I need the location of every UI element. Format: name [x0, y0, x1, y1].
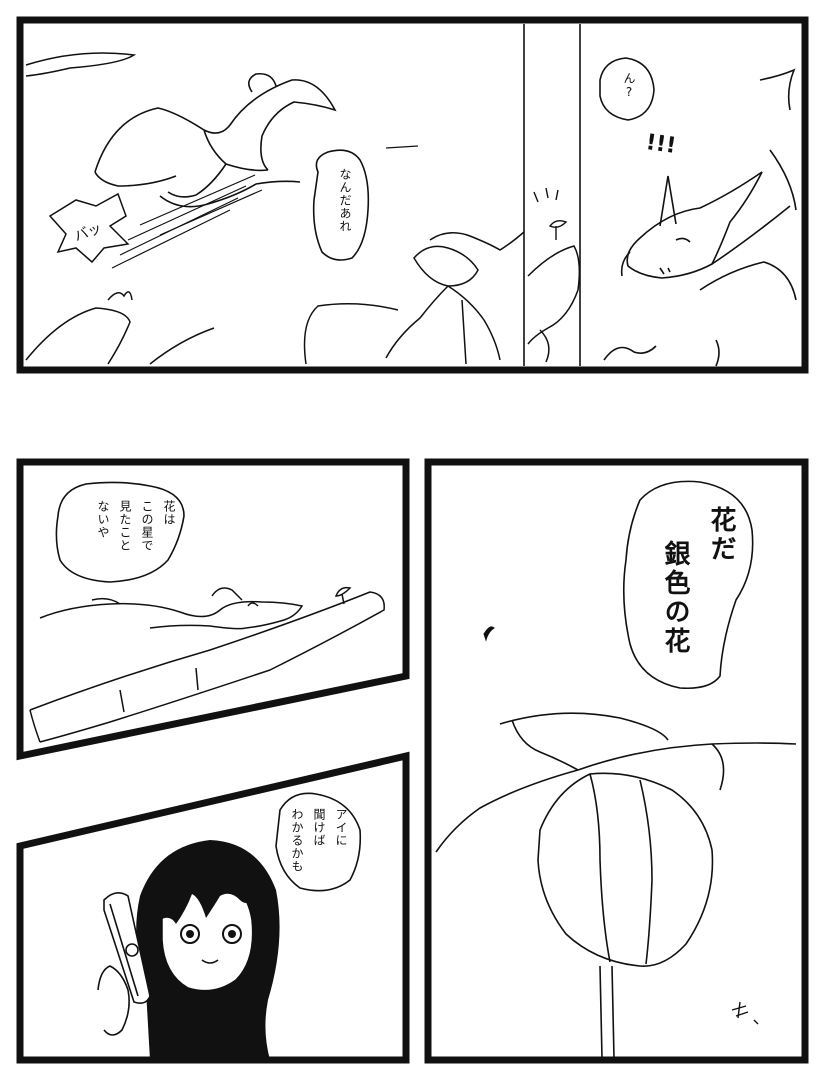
bubble-text-panel1-right: ん?	[602, 62, 652, 118]
flying-pterosaur	[94, 72, 337, 208]
speech-bubble-panel3	[275, 792, 362, 892]
panel-1: バッ	[16, 16, 809, 374]
bubble-text-panel3: アイに 聞けば わかるかも	[284, 800, 356, 886]
panel-4: 花だ 銀色の花	[424, 458, 809, 1064]
panel2-line-3: 見たこと	[118, 500, 132, 552]
pillar	[523, 24, 581, 366]
panel3-line-2: 聞けば	[312, 808, 326, 847]
phone-device	[97, 892, 151, 1036]
creature-on-pillar	[527, 245, 581, 363]
panel-3: アイに 聞けば わかるかも	[16, 751, 410, 1064]
bubble-text-panel2: 花は この星で 見たこと ないや	[62, 494, 182, 578]
speech-bubble-panel2	[55, 481, 185, 583]
panel2-line-1: 花は	[162, 500, 176, 526]
panel4-line-2: 銀色の花	[660, 540, 690, 656]
panel2-line-2: この星で	[140, 500, 154, 552]
ground-mark	[731, 1001, 759, 1025]
bubble-text-panel4: 花だ 銀色の花	[636, 496, 746, 684]
panel4-line-1: 花だ	[706, 506, 736, 564]
panel-2: 花は この星で 見たこと ないや	[16, 458, 410, 761]
falling-petal	[483, 626, 495, 642]
sfx-burst	[48, 192, 130, 264]
bubble-text-panel1-left: なんだあれ	[318, 154, 368, 258]
speech-bubble-panel4	[622, 480, 754, 690]
panel3-line-1: アイに	[334, 808, 348, 847]
surprise-marks: !!!	[644, 130, 677, 159]
panel1-line-right: ん?	[622, 72, 636, 100]
ground-rocks	[25, 291, 399, 365]
silver-flower-small	[385, 231, 525, 365]
speech-bubble-left	[312, 149, 370, 261]
panel1-line-left: なんだあれ	[338, 168, 352, 233]
dragon-right	[603, 68, 797, 367]
silver-flower-large	[435, 712, 797, 1059]
branch	[29, 586, 385, 743]
dragon-on-branch	[39, 587, 304, 630]
panel2-line-4: ないや	[96, 500, 110, 539]
speed-lines	[111, 145, 419, 269]
sprout	[533, 187, 568, 240]
panel3-line-3: わかるかも	[290, 808, 304, 873]
speech-bubble-right	[599, 57, 655, 121]
girl	[136, 840, 280, 1061]
cloud-streak	[25, 52, 137, 77]
